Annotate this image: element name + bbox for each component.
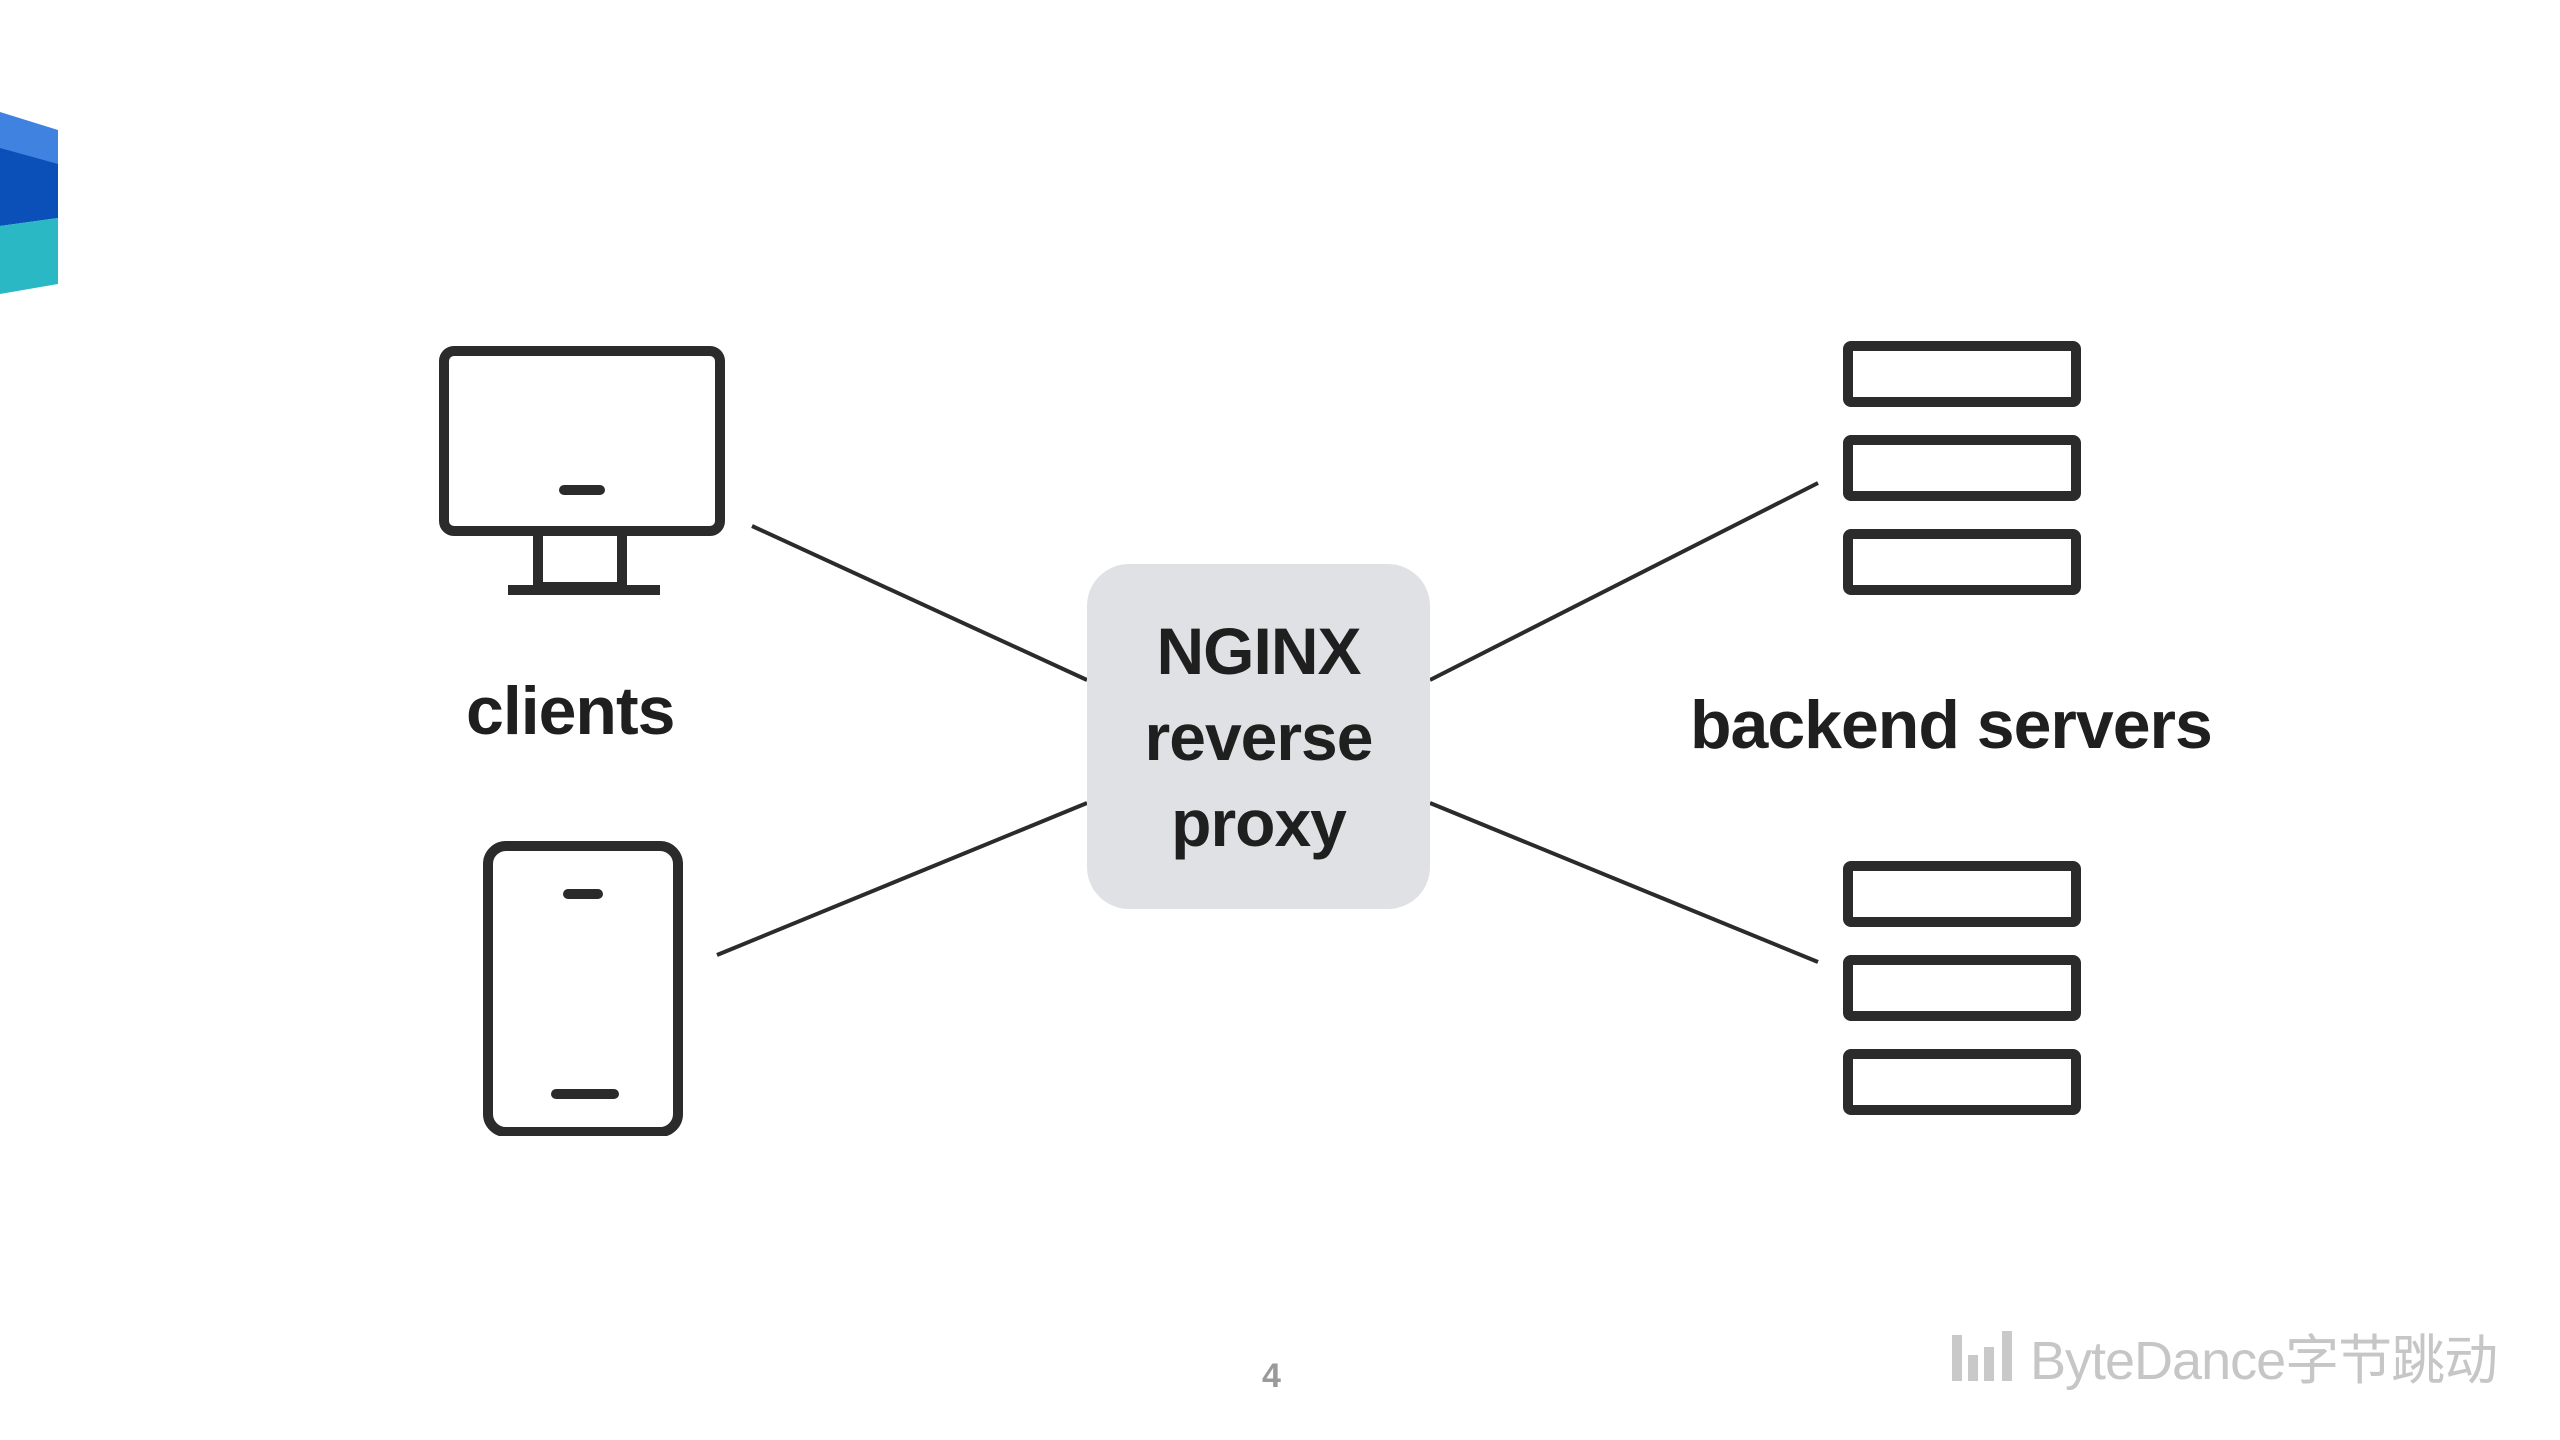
page-number: 4 <box>1262 1357 1281 1395</box>
bytedance-watermark: ByteDance字节跳动 <box>1950 1316 2498 1395</box>
server-stack-icon <box>1843 341 2081 595</box>
desktop-monitor-icon <box>439 346 725 595</box>
bytedance-bars-logo <box>1952 1330 2012 1381</box>
connector-proxy-server-top <box>1429 481 1819 682</box>
connector-phone-proxy <box>716 801 1088 957</box>
corner-brand-logo <box>0 112 58 294</box>
connector-proxy-server-bottom <box>1429 801 1819 964</box>
backend-servers-label: backend servers <box>1690 687 2213 763</box>
mobile-phone-icon <box>483 841 683 1136</box>
proxy-label-line-3: proxy <box>1171 785 1347 860</box>
proxy-label-line-2: reverse <box>1144 699 1374 774</box>
server-stack-icon-bottom <box>1843 861 2081 1115</box>
connector-desktop-proxy <box>751 524 1088 682</box>
proxy-label-line-1: NGINX <box>1156 613 1361 688</box>
nginx-proxy-box: NGINX reverse proxy <box>1087 564 1430 909</box>
clients-label: clients <box>466 673 675 749</box>
watermark-text: ByteDance字节跳动 <box>2030 1331 2498 1391</box>
